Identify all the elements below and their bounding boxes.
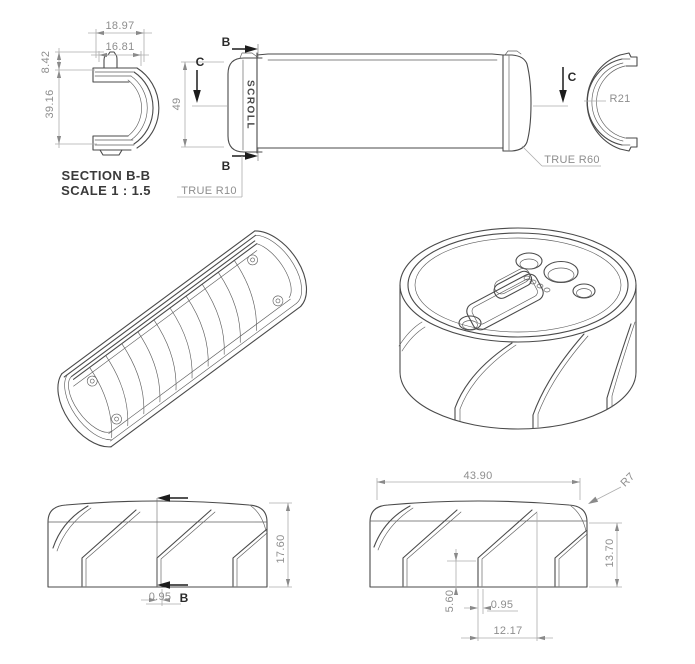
section-bb-view: 18.97 16.81 8.42 39.16 SECTION B-B SCALE… [40,20,160,198]
dim-front-left-groove-width: 0.95 [141,589,181,606]
dim-text-12-17: 12.17 [493,625,522,637]
front-right-grooves [373,505,588,587]
front-left-outline [47,500,268,588]
dim-front-right-corner-radius: R7 [588,471,637,504]
note-true-r60-text: TRUE R60 [544,154,600,166]
dim-text-0-95-right: 0.95 [491,599,514,611]
side-view: SCROLL 49 C C B [171,35,601,198]
dim-text-8-42: 8.42 [40,51,52,74]
note-true-r10-text: TRUE R10 [181,185,237,197]
iso-shell-outline [57,230,308,448]
marker-b-bottom-label: B [222,159,231,173]
dim-front-right-width: 43.90 [376,470,581,500]
section-marker-c-left: C [192,55,227,107]
end-ring-outline [586,52,638,152]
front-left-section-marker-b: B [156,494,189,605]
end-ring-view: R21 [584,52,638,152]
dim-front-left-height: 17.60 [269,502,292,588]
iso-wheel-top-holes [458,252,596,331]
dim-front-right-groove-width: 0.95 [464,589,518,614]
marker-c-right-label: C [568,70,577,84]
iso-wheel-view [398,227,637,430]
front-view-right: 43.90 R7 13.70 5.60 0.95 [369,470,637,641]
dim-text-r21: R21 [609,93,630,105]
marker-b-top-label: B [222,35,231,49]
marker-c-left-label: C [196,55,205,69]
section-marker-b-top: B [222,35,259,58]
section-bb-part-outline [92,51,160,156]
marker-b-front-left-label: B [180,591,189,605]
note-true-r10: TRUE R10 [177,156,243,198]
dim-text-18-97: 18.97 [105,20,134,32]
dim-text-43-90: 43.90 [463,470,492,482]
dim-section-width-outer: 18.97 [88,20,152,62]
dim-end-ring-radius: R21 [584,93,630,105]
dim-section-width-inner: 16.81 [91,41,149,66]
dim-text-49: 49 [171,98,183,111]
dim-text-39-16: 39.16 [44,89,56,118]
dim-text-16-81: 16.81 [105,41,134,53]
iso-wheel-side-grooves [398,321,636,429]
iso-wheel-top-slot [466,268,544,331]
dim-text-5-60: 5.60 [444,590,456,613]
section-view-title: SECTION B-B [62,168,151,183]
iso-shell-bosses [86,254,284,425]
iso-shell-ribs [89,260,257,438]
dim-front-right-groove-pitch: 12.17 [461,513,553,641]
note-true-r60: TRUE R60 [521,145,601,167]
dim-text-17-60: 17.60 [275,534,287,563]
dim-text-0-95-left: 0.95 [149,591,172,603]
dim-front-right-groove-depth: 5.60 [444,549,476,612]
dim-section-heights: 8.42 39.16 [40,48,104,148]
iso-shell-view [57,230,308,448]
front-view-left: 17.60 B 0.95 [47,494,292,606]
section-marker-b-bottom: B [222,148,259,173]
part-label-scroll: SCROLL [244,80,255,130]
dim-text-r7: R7 [619,471,638,490]
section-view-scale: SCALE 1 : 1.5 [61,183,151,198]
front-right-outline [369,500,588,588]
section-marker-c-right: C [533,67,577,107]
dim-text-13-70: 13.70 [604,538,616,567]
side-view-part-outline: SCROLL [227,50,532,154]
front-left-grooves [52,505,268,587]
iso-wheel-outline [399,227,637,430]
dim-front-right-height: 13.70 [589,522,622,588]
dim-side-height: 49 [171,61,224,148]
